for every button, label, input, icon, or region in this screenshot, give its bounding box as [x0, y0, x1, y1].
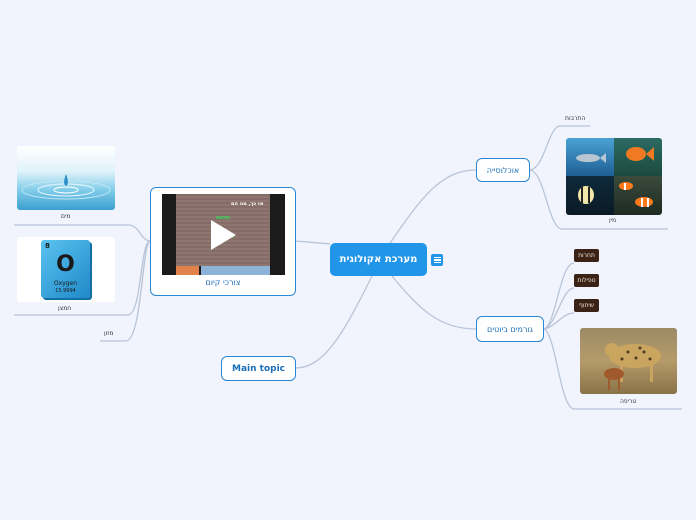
oxygen-number: 8 — [45, 242, 50, 250]
fish-image — [566, 138, 662, 215]
main-topic-label: Main topic — [231, 363, 285, 374]
predation-label: טריפה — [620, 398, 637, 405]
oxygen-mass: 15.9994 — [55, 288, 76, 294]
water-label: מים — [61, 213, 71, 220]
water-image — [17, 146, 115, 210]
species-label: מין — [609, 217, 617, 224]
play-icon[interactable] — [210, 220, 236, 250]
video-thumbnail[interactable]: אז כך, מה הם — [161, 194, 285, 275]
oxygen-image: 8 O Oxygen 15.9994 — [17, 237, 115, 302]
oxygen-name: Oxygen — [53, 280, 78, 287]
competition-tag[interactable]: תחרות — [574, 249, 599, 262]
parasitism-tag[interactable]: טפילות — [574, 274, 599, 287]
needs-topic-label: צורכי קיום — [205, 278, 241, 287]
food-label: מזון — [104, 330, 114, 337]
root-topic[interactable]: מערכת אקולוגית — [330, 243, 427, 276]
needs-topic[interactable]: אז כך, מה הם צורכי קיום — [150, 187, 296, 296]
biotic-factors-label: גורמים ביוטים — [487, 324, 533, 334]
parasitism-label: טפילות — [577, 277, 596, 284]
cooperation-tag[interactable]: שיתוף — [574, 299, 599, 312]
biotic-factors-topic[interactable]: גורמים ביוטים — [476, 316, 544, 342]
reproduction-label: התרבות — [565, 115, 586, 122]
population-topic[interactable]: אוכלוסייה — [476, 158, 530, 182]
predation-image — [580, 328, 677, 394]
cooperation-label: שיתוף — [578, 302, 594, 309]
oxygen-symbol: O — [56, 252, 75, 277]
population-label: אוכלוסייה — [486, 165, 520, 175]
competition-label: תחרות — [578, 252, 595, 259]
root-topic-label: מערכת אקולוגית — [339, 254, 418, 265]
notes-icon[interactable] — [431, 254, 443, 266]
oxygen-label: חמצן — [58, 305, 72, 312]
video-heading: אז כך, מה הם — [231, 201, 264, 207]
main-topic-node[interactable]: Main topic — [221, 356, 296, 381]
